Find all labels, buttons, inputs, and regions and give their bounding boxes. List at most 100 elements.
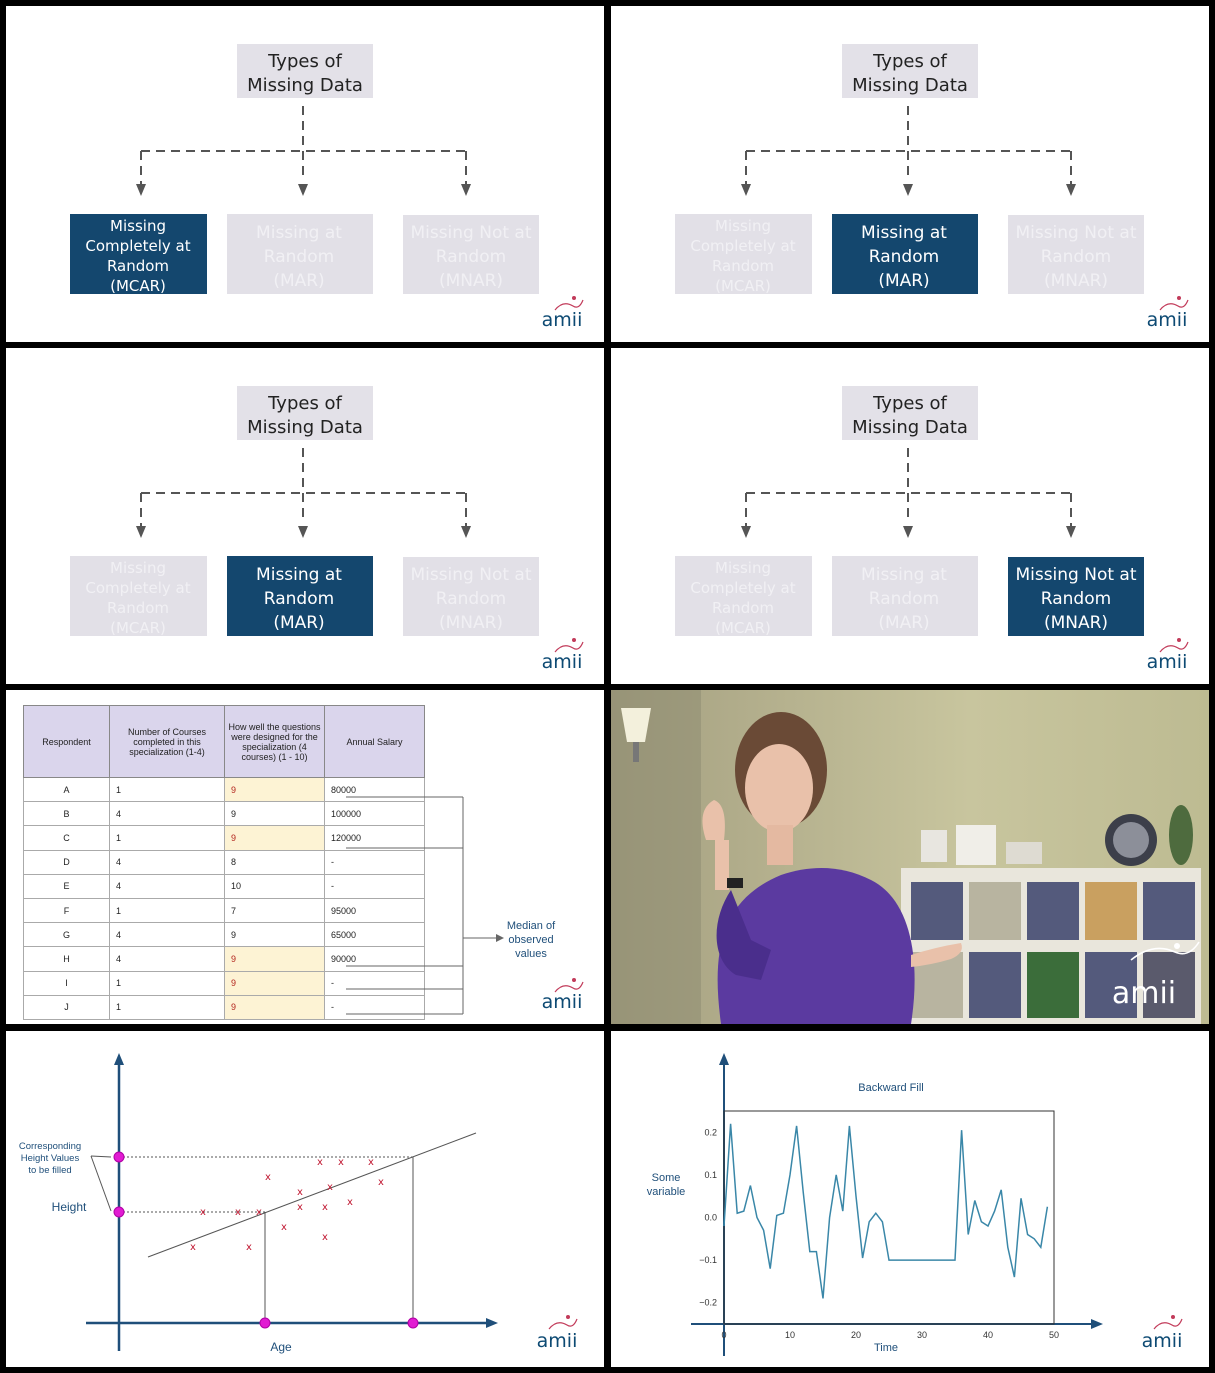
x-tick-label: 10: [785, 1330, 795, 1340]
y-label-height: Height: [52, 1200, 87, 1214]
mar-line1: Missing at: [256, 565, 342, 585]
mnar-line2: Random: [1041, 247, 1111, 267]
median-annotation-1: Median of: [507, 920, 556, 932]
tree-title-line2: Missing Data: [852, 75, 968, 96]
mcar-line3: Random: [712, 599, 774, 617]
table-cell: -: [324, 994, 425, 1020]
svg-text:x: x: [322, 1202, 328, 1213]
table-cell: 1: [109, 825, 225, 851]
tree-arrowheads: [136, 526, 471, 538]
svg-text:x: x: [368, 1157, 374, 1168]
tree-arrowheads: [741, 184, 1076, 196]
median-annotation-3: values: [515, 948, 547, 960]
table-cell: 9: [224, 994, 325, 1020]
table-cell: 100000: [324, 801, 425, 827]
regression-line: [147, 1132, 477, 1258]
amii-logo: amii: [542, 638, 584, 673]
tree-title-box: [842, 386, 978, 440]
svg-text:x: x: [378, 1177, 384, 1188]
mnar-line2: Random: [436, 247, 506, 267]
amii-logo: amii: [542, 978, 584, 1013]
tree-arrowheads: [136, 184, 471, 196]
svg-text:amii: amii: [1147, 651, 1188, 673]
tree-connectors: [745, 448, 1072, 526]
svg-text:x: x: [297, 1202, 303, 1213]
mar-line1: Missing at: [861, 223, 947, 243]
tree-title-box: [237, 386, 373, 440]
tree-connectors: [745, 106, 1072, 184]
y-tick-label: −0.1: [699, 1255, 717, 1265]
svg-text:x: x: [317, 1157, 323, 1168]
mcar-line4: (MCAR): [715, 277, 771, 295]
tree-connectors: [140, 448, 467, 526]
x-tick-label: 0: [721, 1330, 726, 1340]
tree-diagram: Types of Missing Data Missing Completely…: [675, 386, 1189, 673]
table-cell: 4: [109, 801, 225, 827]
x-tick-label: 30: [917, 1330, 927, 1340]
svg-text:amii: amii: [542, 991, 583, 1013]
outer-x-arrow: [1091, 1319, 1103, 1329]
tree-diagram: Types of Missing Data Missing Completely…: [70, 386, 584, 673]
shelf-items: [921, 805, 1193, 866]
table-cell: 9: [224, 825, 325, 851]
mnar-line1: Missing Not at: [410, 565, 531, 585]
amii-logo: amii: [542, 296, 584, 331]
svg-text:amii: amii: [1112, 976, 1176, 1011]
amii-logo: amii: [1147, 296, 1189, 331]
x-label-age: Age: [270, 1340, 292, 1354]
mnar-line1: Missing Not at: [1015, 565, 1136, 585]
mcar-line2: Completely at: [690, 237, 795, 255]
x-tick-label: 50: [1049, 1330, 1059, 1340]
table-cell: 65000: [324, 922, 425, 948]
vertical-drops: [264, 1157, 414, 1323]
table-cell: 1: [109, 897, 225, 924]
header-rating: How well the questions were designed for…: [224, 705, 325, 778]
mar-line3: (MAR): [273, 271, 324, 291]
tree-diagram: Types of Missing Data Missing Completely…: [675, 44, 1189, 331]
y-tick-label: 0.0: [704, 1213, 717, 1223]
instructor: [702, 712, 962, 1024]
x-tick-label: 40: [983, 1330, 993, 1340]
tree-arrowheads: [741, 526, 1076, 538]
axes: [86, 1063, 486, 1351]
tree-title-line1: Types of: [267, 393, 342, 414]
panel-tree-mar-2: Types of Missing Data Missing Completely…: [6, 348, 604, 684]
svg-text:x: x: [281, 1222, 287, 1233]
svg-text:x: x: [246, 1242, 252, 1253]
imputed-points: [113, 1151, 419, 1329]
header-respondent: Respondent: [23, 705, 110, 778]
y-tick-label: 0.1: [704, 1170, 717, 1180]
box-mar: [832, 556, 978, 636]
y-axis-arrow: [114, 1053, 124, 1065]
box-mcar: [70, 556, 207, 636]
table-cell: C: [23, 825, 110, 851]
svg-text:x: x: [200, 1207, 206, 1218]
svg-text:x: x: [297, 1187, 303, 1198]
panel-tree-mar-1: Types of Missing Data Missing Completely…: [611, 6, 1209, 342]
x-tick-label: 20: [851, 1330, 861, 1340]
mnar-line3: (MNAR): [439, 613, 503, 633]
box-mcar: [675, 214, 812, 294]
tree-title-line2: Missing Data: [247, 417, 363, 438]
mcar-line2: Completely at: [85, 579, 190, 597]
table-cell: 4: [109, 946, 225, 972]
amii-logo: amii: [1147, 638, 1189, 673]
svg-text:amii: amii: [537, 1330, 578, 1352]
svg-text:x: x: [347, 1197, 353, 1208]
outer-y-arrow: [719, 1053, 729, 1065]
table-cell: J: [23, 994, 110, 1020]
box-mar: [832, 214, 978, 294]
mcar-line3: Random: [712, 257, 774, 275]
mnar-line2: Random: [1041, 589, 1111, 609]
svg-text:amii: amii: [1147, 309, 1188, 331]
mnar-line2: Random: [436, 589, 506, 609]
mcar-line1: Missing: [110, 559, 166, 577]
tree-title-box: [237, 44, 373, 98]
svg-text:x: x: [256, 1207, 262, 1218]
box-mnar: [403, 215, 539, 294]
annotation-line2: Height Values: [21, 1153, 80, 1164]
mnar-line3: (MNAR): [1044, 613, 1108, 633]
median-bracket: Median of observed values amii: [346, 796, 584, 1015]
